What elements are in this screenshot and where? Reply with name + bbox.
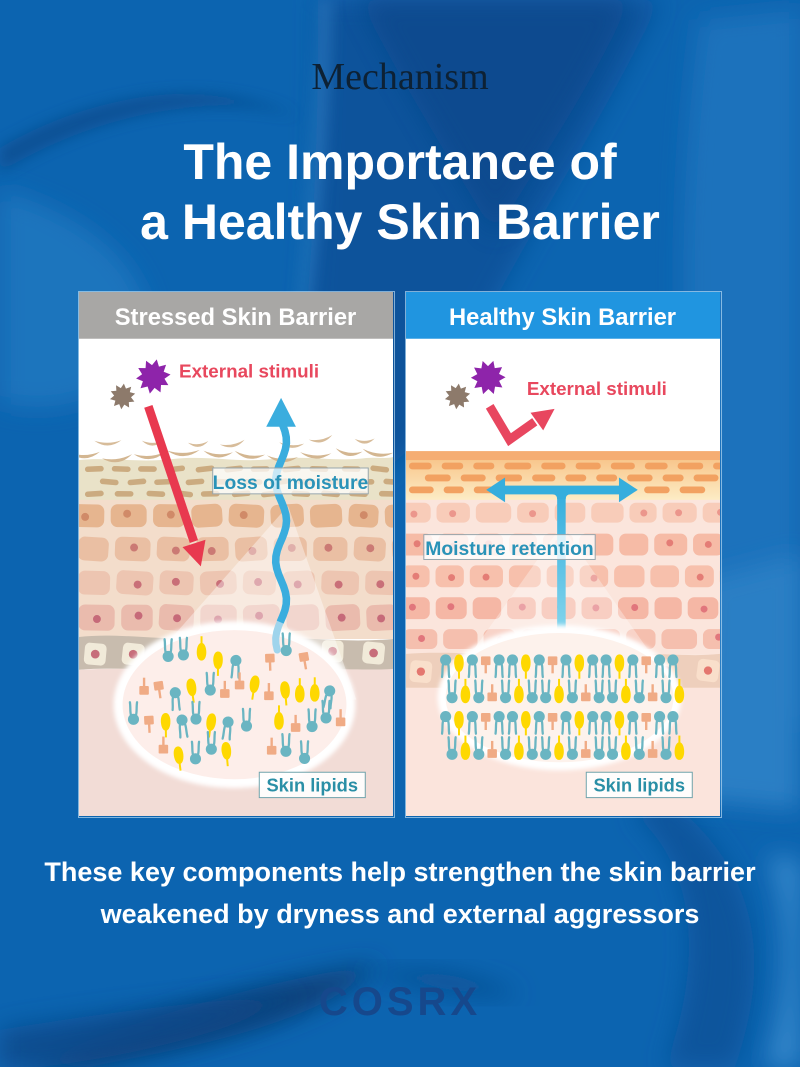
svg-text:Skin lipids: Skin lipids [266, 775, 358, 796]
svg-text:Loss of moisture: Loss of moisture [213, 472, 369, 494]
svg-text:External stimuli: External stimuli [179, 360, 319, 381]
svg-text:Moisture retention: Moisture retention [425, 538, 593, 560]
svg-text:Healthy Skin Barrier: Healthy Skin Barrier [449, 304, 676, 331]
svg-text:External stimuli: External stimuli [527, 378, 667, 399]
svg-text:Stressed Skin Barrier: Stressed Skin Barrier [115, 304, 357, 331]
svg-text:Skin lipids: Skin lipids [593, 775, 685, 796]
